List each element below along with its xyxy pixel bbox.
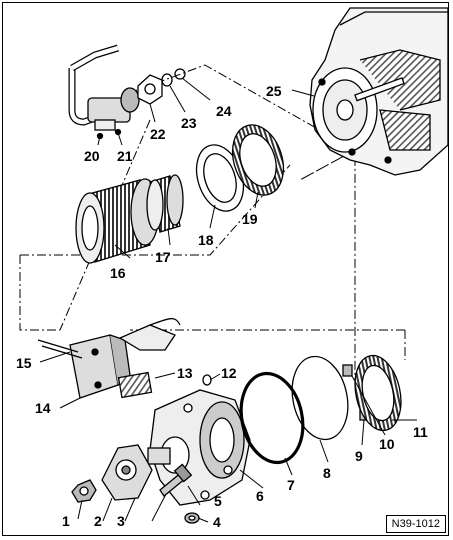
callout-2: 2 <box>94 513 102 529</box>
control-unit <box>37 317 181 399</box>
callout-4: 4 <box>213 514 221 530</box>
callout-5: 5 <box>214 493 222 509</box>
o-ring-small <box>202 374 212 386</box>
transmission-housing <box>309 7 449 176</box>
callout-8: 8 <box>323 465 331 481</box>
solenoid-valve-assembly <box>68 44 140 140</box>
callout-7: 7 <box>287 477 295 493</box>
callout-19: 19 <box>242 211 258 227</box>
callout-3: 3 <box>117 513 125 529</box>
callout-25: 25 <box>266 83 282 99</box>
callout-21: 21 <box>117 148 133 164</box>
callout-14: 14 <box>35 400 51 416</box>
callout-24: 24 <box>216 103 232 119</box>
diagram-border <box>2 2 449 536</box>
callout-18: 18 <box>198 232 214 248</box>
friction-ring-parts <box>342 354 402 432</box>
callout-17: 17 <box>155 249 171 265</box>
planetary-gear-set <box>75 174 184 264</box>
o-ring-and-circlip <box>239 355 349 465</box>
callout-9: 9 <box>355 448 363 464</box>
callout-1: 1 <box>62 513 70 529</box>
callout-23: 23 <box>181 115 197 131</box>
callout-10: 10 <box>379 436 395 452</box>
callout-16: 16 <box>110 265 126 281</box>
callout-12: 12 <box>221 365 237 381</box>
callout-22: 22 <box>150 126 166 142</box>
callout-6: 6 <box>256 488 264 504</box>
reference-code: N39-1012 <box>385 514 446 533</box>
gasket-and-seals <box>137 68 186 105</box>
callout-leader-lines <box>39 77 417 523</box>
callout-15: 15 <box>16 355 32 371</box>
actuator-body <box>147 389 251 506</box>
callout-11: 11 <box>413 424 428 440</box>
callout-20: 20 <box>84 148 100 164</box>
seal-and-ring-gear <box>195 124 285 212</box>
callout-13: 13 <box>177 365 193 381</box>
